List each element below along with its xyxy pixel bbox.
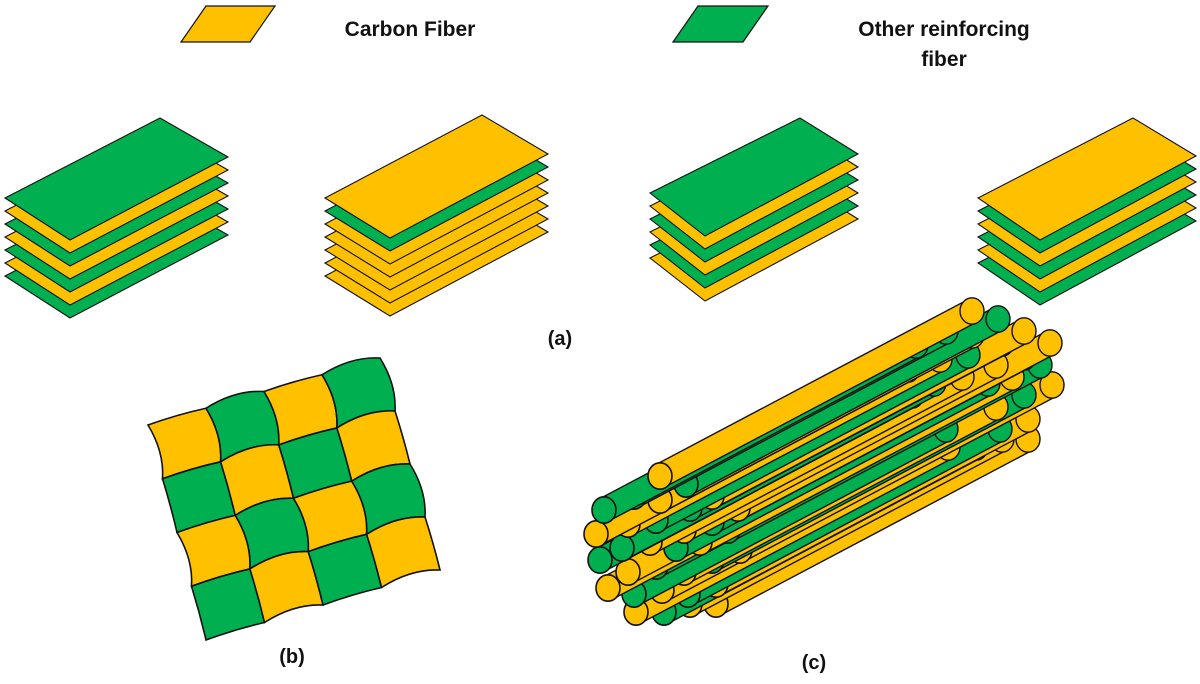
rod-far-end (1011, 317, 1037, 345)
rod-end-cap (587, 545, 613, 574)
panel-label-c: (c) (801, 652, 827, 674)
legend-other-swatch (671, 5, 770, 43)
panel-label-a: (a) (547, 328, 573, 350)
laminate-stack (648, 117, 860, 302)
carbon-fiber-ply (323, 114, 550, 239)
carbon-fiber-rod (647, 297, 985, 490)
carbon-fiber-ply (976, 117, 1198, 241)
rod-end-cap (595, 573, 621, 602)
rod-far-end (985, 305, 1011, 333)
legend-carbon-swatch (179, 5, 277, 43)
legend-other-label: Other reinforcing fiber (858, 18, 1030, 71)
fiber-bundle (583, 297, 1065, 626)
other-fiber-ply (3, 117, 230, 241)
panel-label-b: (b) (279, 646, 305, 668)
laminate-stack (3, 117, 230, 319)
rod-far-end (1037, 329, 1063, 357)
rod-end-cap (583, 519, 609, 548)
laminate-stacks (3, 114, 1198, 319)
rod-end-cap (591, 495, 617, 524)
woven-fabric (146, 357, 442, 642)
other-fiber-ply (648, 117, 860, 237)
rod-end-cap (647, 461, 673, 490)
carbon-weave-cell (365, 516, 442, 589)
rod-far-end (1039, 371, 1065, 399)
laminate-stack (323, 114, 550, 317)
rod-far-end (959, 297, 985, 325)
legend-carbon-label: Carbon Fiber (344, 18, 476, 41)
laminate-stack (976, 117, 1198, 306)
